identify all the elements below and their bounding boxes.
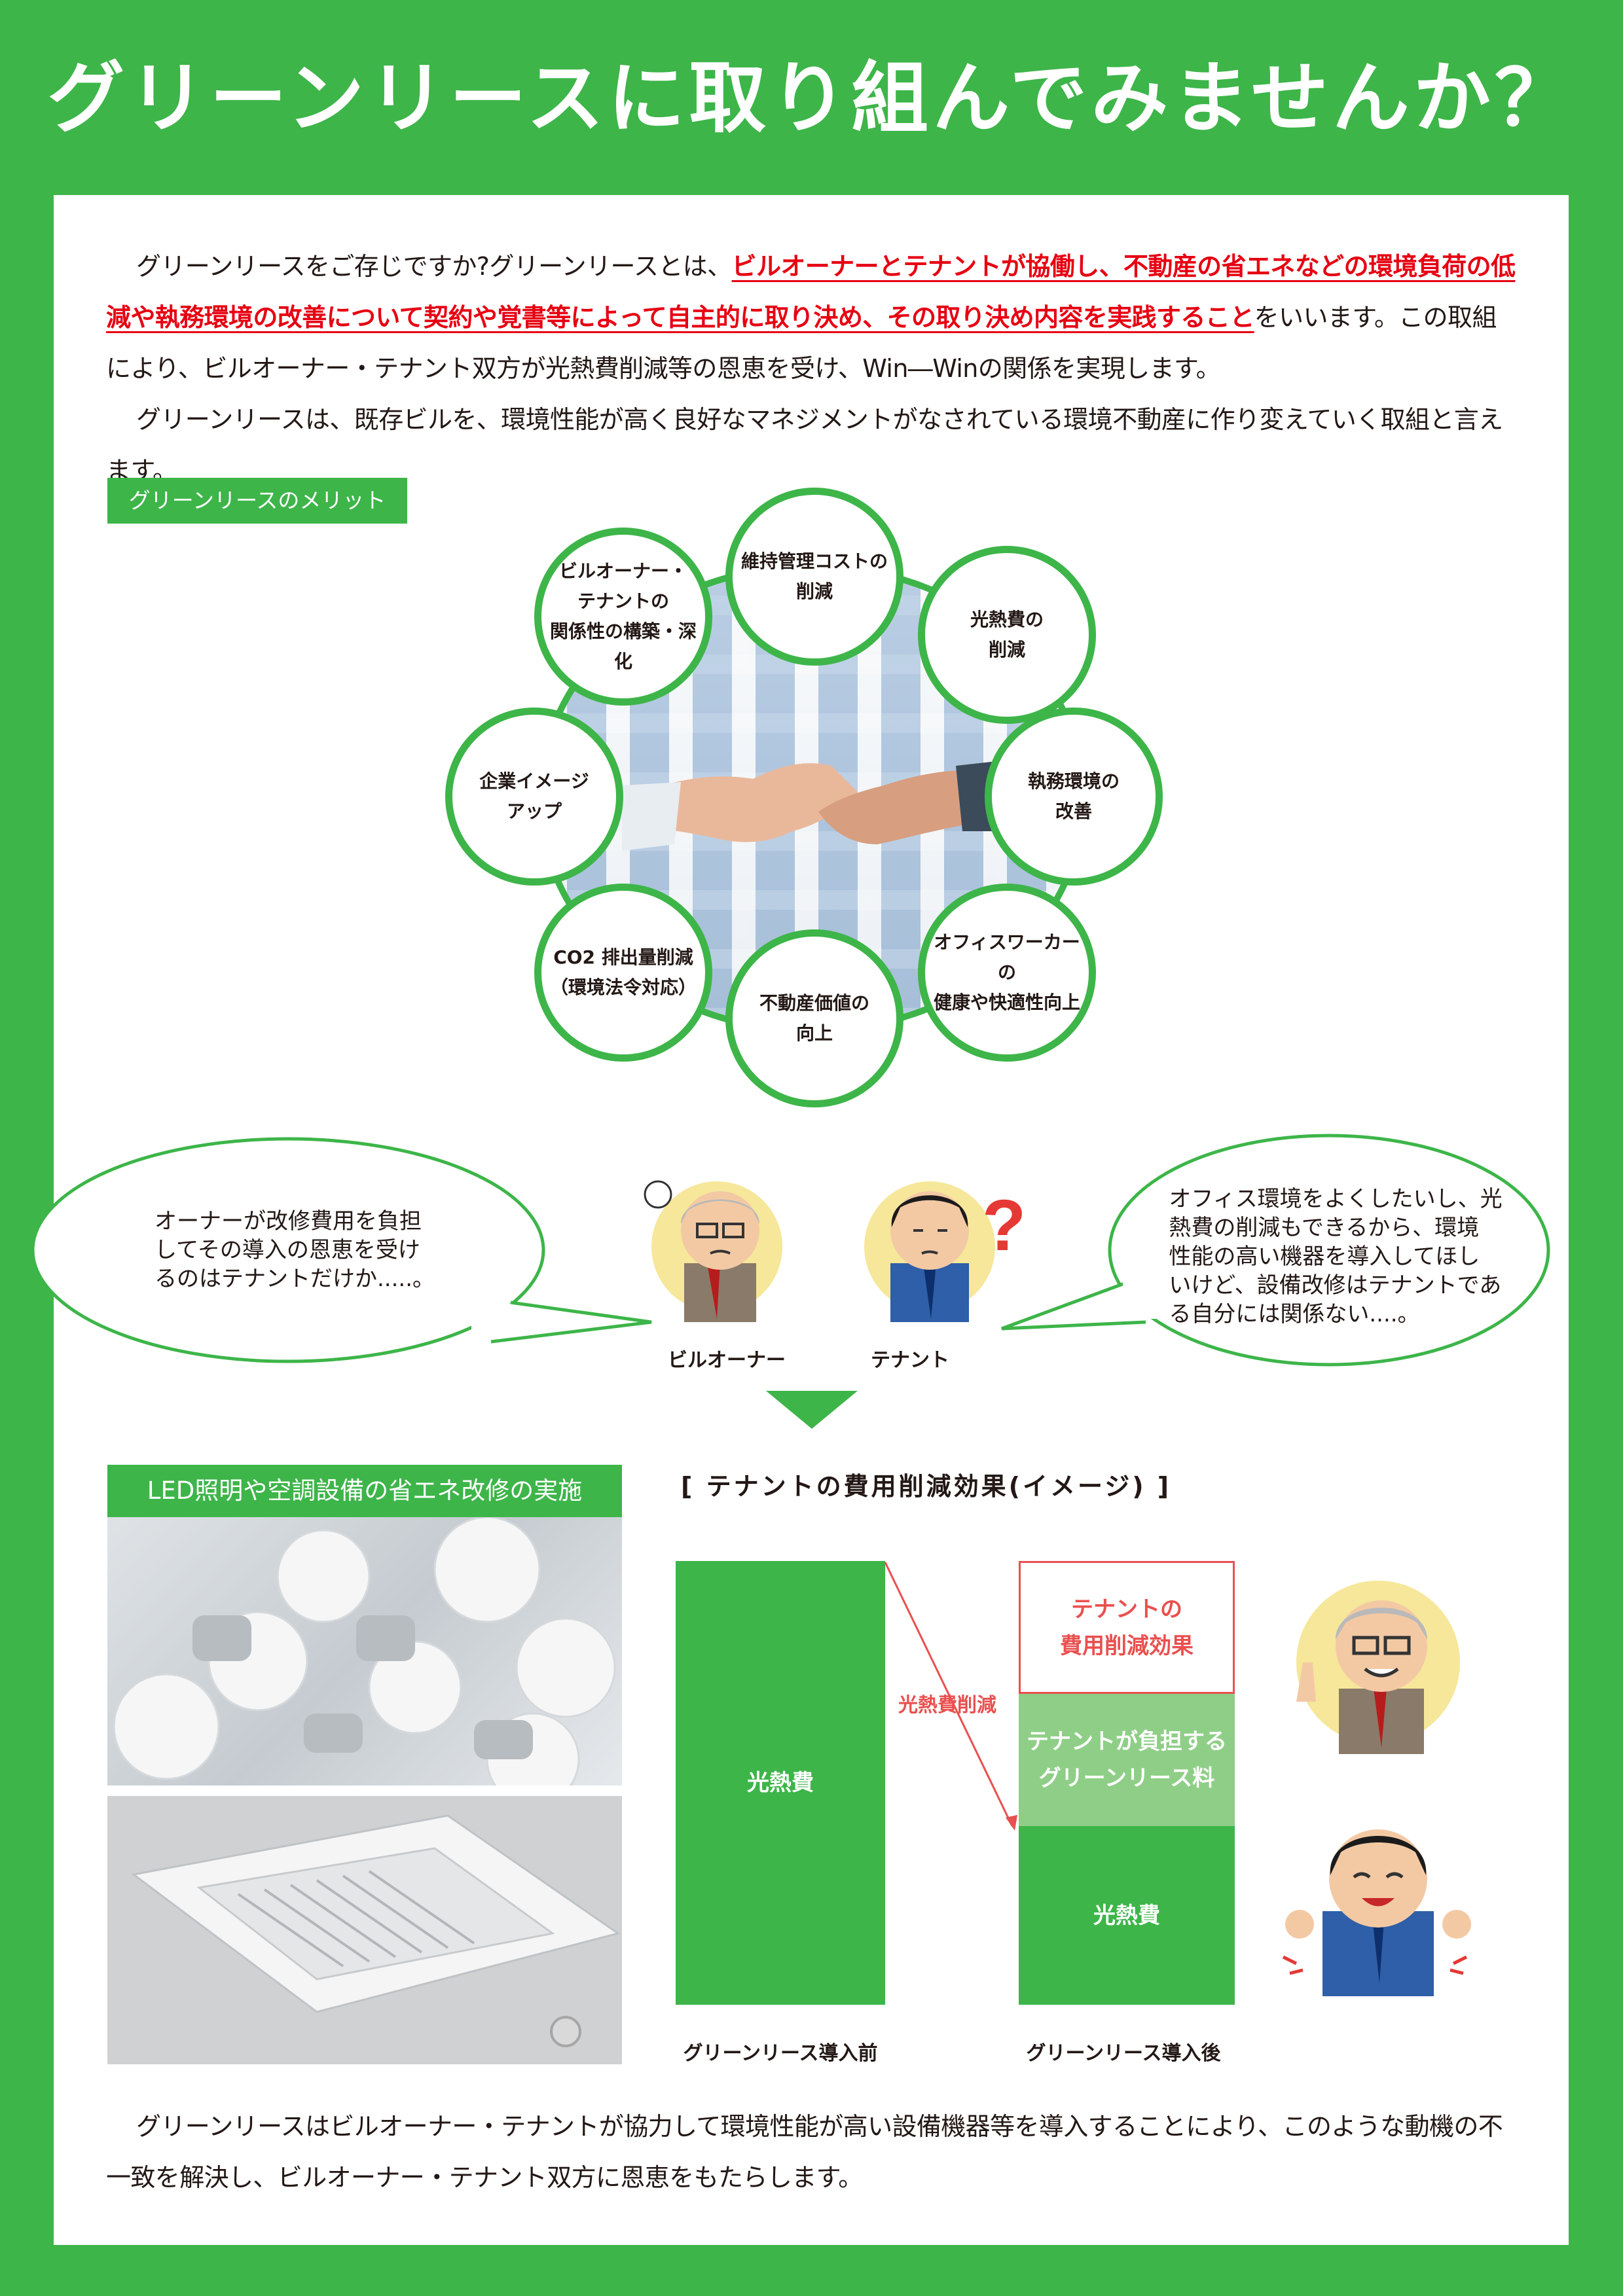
led-bulb-icon (113, 1517, 616, 1785)
merit-bubble: 光熱費の 削減 (918, 546, 1096, 724)
intro-text: グリーンリースをご存じですか?グリーンリースとは、ビルオーナーとテナントが協働し… (106, 241, 1520, 496)
page-title: グリーンリースに取り組んでみませんか？ (47, 53, 1576, 143)
merit-bubble: 維持管理コストの 削減 (725, 488, 903, 666)
air-conditioner-photo (107, 1796, 622, 2064)
chart-title: [ テナントの費用削減効果(イメージ) ] (681, 1472, 1172, 1501)
handshake-icon (622, 759, 1015, 851)
merit-bubble: ビルオーナー・ テナントの 関係性の構築・深化 (534, 528, 712, 706)
x-label-after: グリーンリース導入後 (1026, 2042, 1221, 2065)
led-bulbs-photo (107, 1517, 622, 1785)
merits-tag: グリーンリースのメリット (107, 478, 407, 524)
chart-bar-before-utility: 光熱費 (676, 1561, 885, 2005)
reduction-annotation: 光熱費削減 (898, 1694, 996, 1717)
owner-label: ビルオーナー (668, 1349, 786, 1372)
x-label-before: グリーンリース導入前 (683, 2042, 878, 2065)
merit-bubble: オフィスワーカーの 健康や快適性向上 (918, 884, 1096, 1062)
chart-bar-after-utility: 光熱費 (1019, 1826, 1235, 2005)
intro-paragraph-1: グリーンリースをご存じですか?グリーンリースとは、ビルオーナーとテナントが協働し… (106, 241, 1520, 394)
owner-worried-icon (644, 1180, 782, 1322)
owner-speech-shape (31, 1137, 652, 1363)
svg-text:?: ? (982, 1185, 1026, 1266)
air-conditioner-icon (131, 1814, 621, 2047)
intro-paragraph-2: グリーンリースは、既存ビルを、環境性能が高く良好なマネジメントがなされている環境… (106, 405, 1503, 485)
merit-bubble: CO2 排出量削減 （環境法令対応） (534, 884, 712, 1062)
intro-text-pre: グリーンリースをご存じですか?グリーンリースとは、 (136, 252, 732, 281)
chart-bar-after-saving: テナントの 費用削減効果 (1019, 1561, 1235, 1694)
reduction-arrow-icon (884, 1562, 1017, 1831)
tenant-happy-icon (1282, 1829, 1471, 1996)
arrow-down-icon (766, 1391, 858, 1429)
tenant-speech: オフィス環境をよくしたいし、光 熱費の削減もできるから、環境 性能の高い機器を導… (1169, 1186, 1503, 1327)
tenant-speech-shape (1001, 1134, 1550, 1367)
merit-bubble: 執務環境の 改善 (985, 708, 1163, 886)
chart-bar-after-lease-fee: テナントが負担する グリーンリース料 (1019, 1694, 1235, 1826)
intro-highlight: ビルオーナーとテナントが協働し、不動産の省エネなどの環境負荷の低減や執務環境の改… (106, 252, 1516, 332)
tenant-label: テナント (871, 1349, 949, 1372)
merit-bubble: 企業イメージ アップ (445, 708, 623, 886)
photo-title: LED照明や空調設備の省エネ改修の実施 (107, 1465, 622, 1517)
owner-speech: オーナーが改修費用を負担 してその導入の恩恵を受け るのはテナントだけか....… (154, 1208, 435, 1292)
closing-paragraph: グリーンリースはビルオーナー・テナントが協力して環境性能が高い設備機器等を導入す… (106, 2112, 1503, 2192)
closing-text: グリーンリースはビルオーナー・テナントが協力して環境性能が高い設備機器等を導入す… (106, 2101, 1520, 2203)
intro-text-post: をいいます。この取組により、ビルオーナー・テナント双方が光熱費削減等の恩恵を受け… (106, 303, 1497, 383)
owner-smiling-icon (1296, 1581, 1460, 1754)
tenant-confused-icon: ? (864, 1181, 1026, 1322)
merit-bubble: 不動産価値の 向上 (725, 929, 903, 1107)
